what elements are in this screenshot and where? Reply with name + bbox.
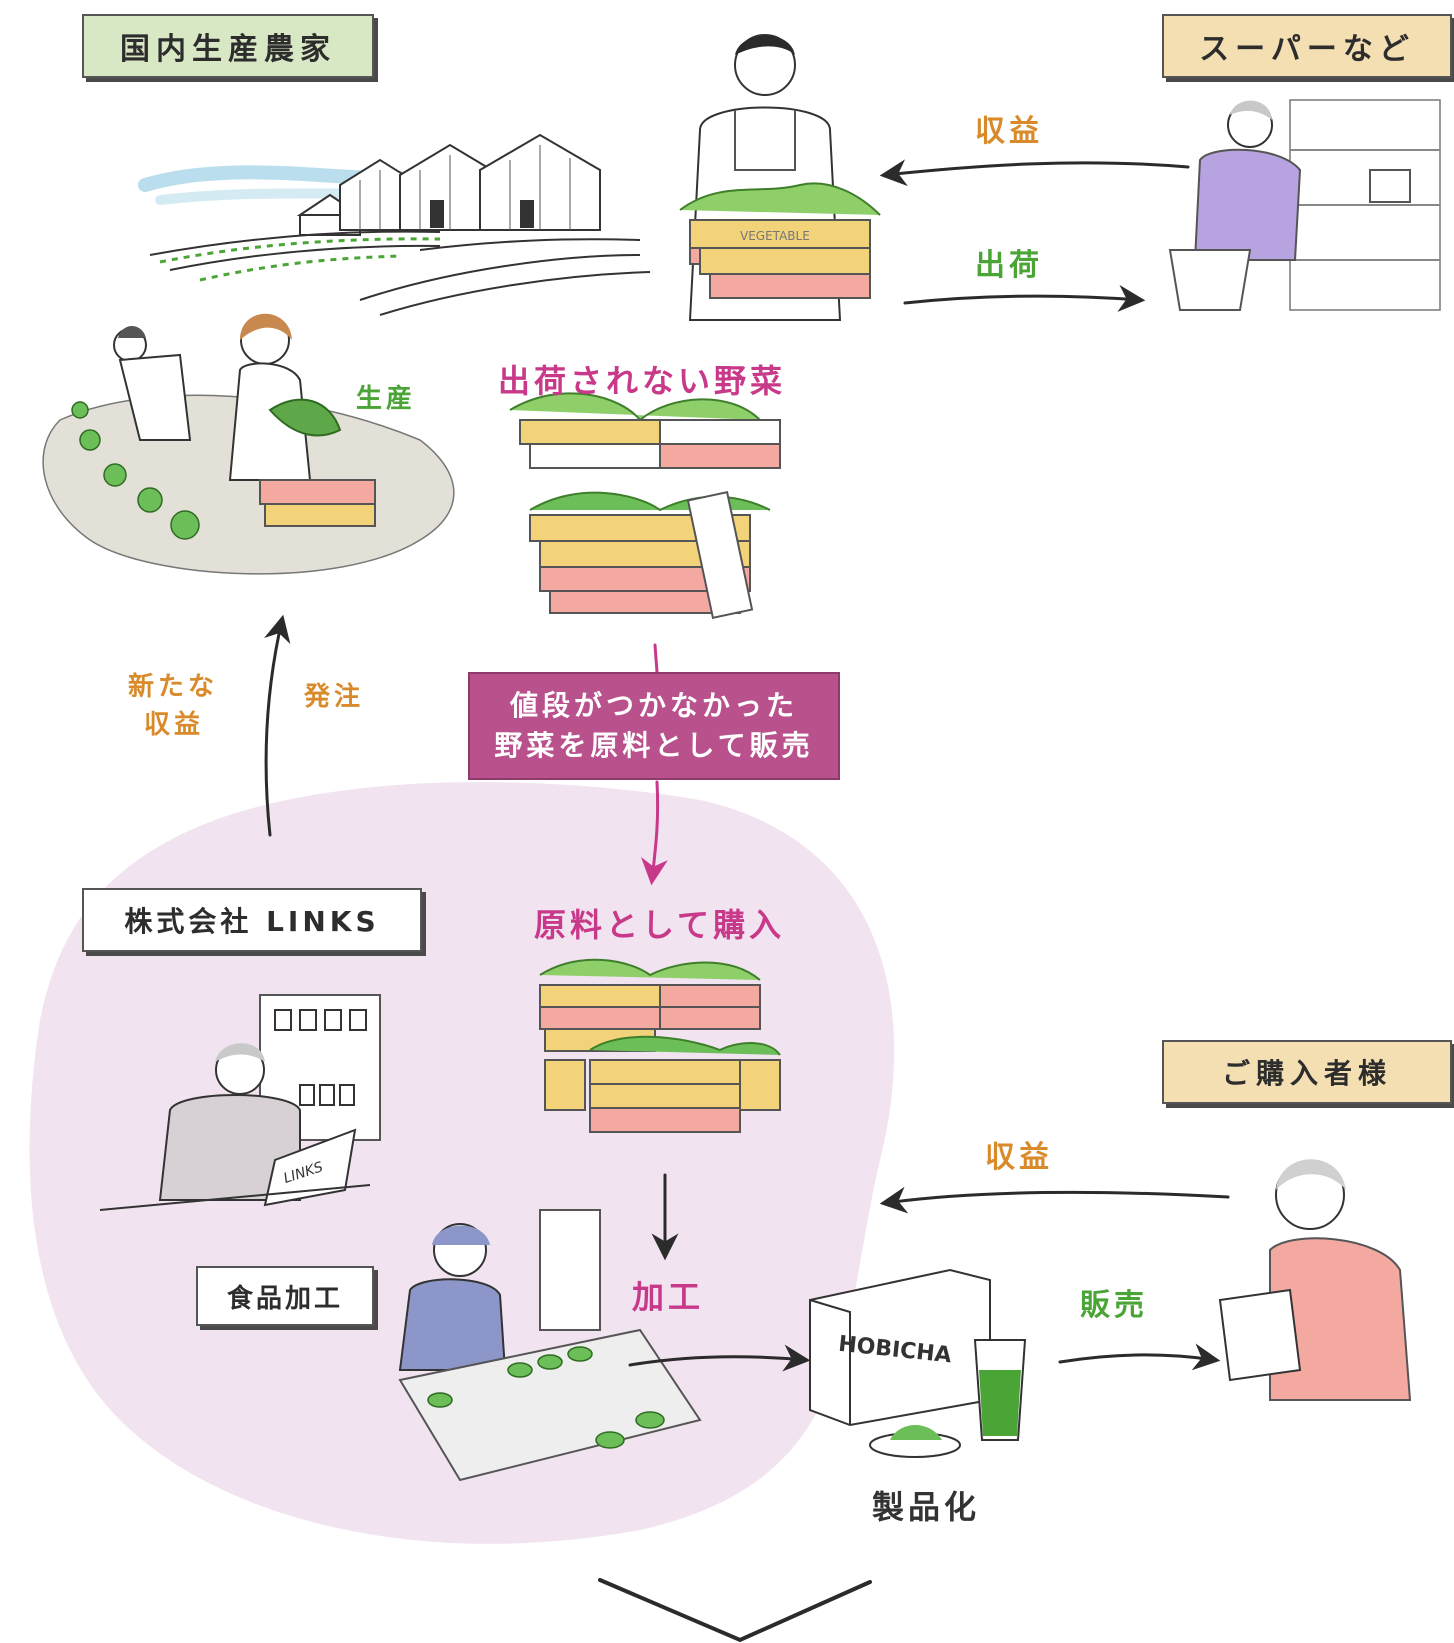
tag-farmers: 国内生産農家 [82, 14, 374, 78]
farmer-holding-crate-illustration: VEGETABLE [679, 34, 881, 321]
unshipped-vegetables-crates-illustration [509, 392, 781, 620]
label-shipping: 出荷 [975, 248, 1043, 283]
label-revenue-bottom: 収益 [985, 1140, 1053, 1175]
purchased-raw-crates-illustration [539, 958, 781, 1133]
arrow-raw-sale-top [653, 643, 659, 674]
crate-label-text: VEGETABLE [740, 229, 810, 243]
label-unshipped-vegetables: 出荷されない野菜 [498, 362, 787, 400]
arrow-sales [1058, 1343, 1221, 1371]
label-purchase-as-raw: 原料として購入 [534, 906, 786, 944]
arrow-raw-sale-bottom [641, 780, 668, 886]
tag-supermarket: スーパーなど [1162, 14, 1452, 78]
farm-landscape-illustration [138, 133, 651, 316]
callout-box: 値段がつかなかった 野菜を原料として販売 [468, 672, 840, 780]
tag-food-processing: 食品加工 [196, 1266, 374, 1326]
label-production: 生産 [356, 384, 417, 414]
label-revenue-top: 収益 [975, 114, 1043, 149]
label-productization: 製品化 [872, 1488, 981, 1526]
label-processing: 加工 [632, 1278, 705, 1316]
arrow-revenue-top [879, 159, 1190, 187]
office-worker-illustration: LINKS [99, 994, 381, 1211]
arrow-to-product [628, 1344, 811, 1372]
tag-purchasers: ご購入者様 [1162, 1040, 1452, 1104]
arrow-shipping [903, 284, 1146, 312]
food-processing-worker-illustration [398, 1209, 702, 1482]
arrow-new-revenue [264, 614, 291, 837]
arrow-revenue-bottom [879, 1186, 1230, 1214]
customer-illustration [1218, 1159, 1412, 1401]
label-new-revenue-line2: 収益 [144, 710, 205, 740]
supermarket-shopper-illustration [1168, 99, 1441, 311]
tag-company: 株式会社 LINKS [82, 888, 422, 952]
callout-line2: 野菜を原料として販売 [494, 729, 814, 762]
chevron-down-icon [598, 1578, 872, 1643]
harvest-workers-illustration [42, 313, 455, 575]
label-order: 発注 [304, 682, 365, 712]
label-sales: 販売 [1080, 1288, 1148, 1323]
callout-line1: 値段がつかなかった [509, 689, 798, 722]
label-new-revenue-line1: 新たな [128, 672, 219, 702]
product-illustration: HOBICHA [809, 1268, 1027, 1458]
